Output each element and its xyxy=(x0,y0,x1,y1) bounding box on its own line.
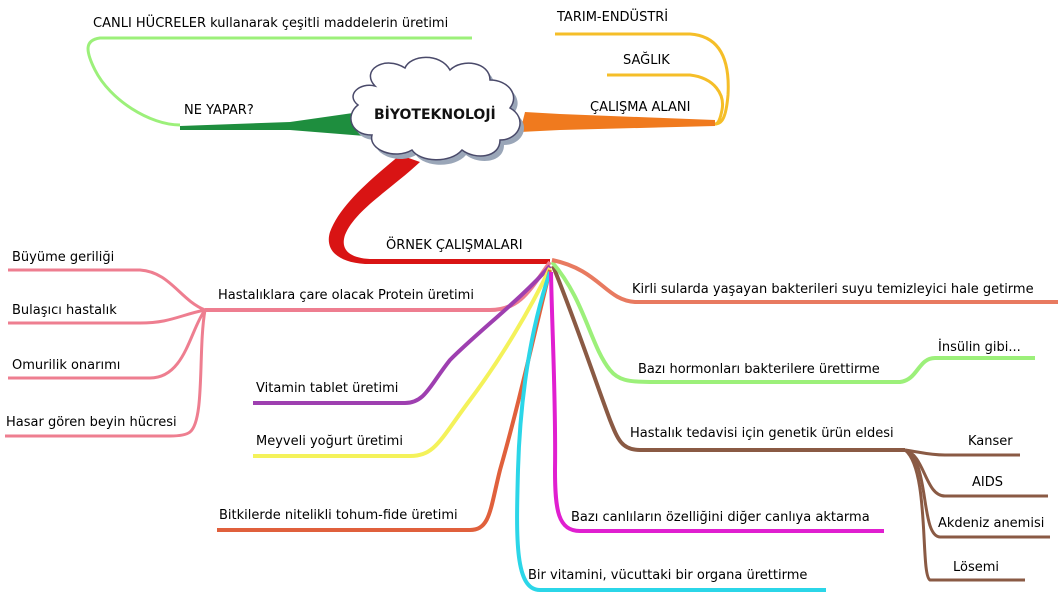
node-buyume[interactable]: Büyüme geriliği xyxy=(12,250,115,265)
node-vitamin-tablet[interactable]: Vitamin tablet üretimi xyxy=(256,381,399,396)
link-buyume xyxy=(8,268,206,312)
node-hasar[interactable]: Hasar gören beyin hücresi xyxy=(6,415,177,430)
node-saglik[interactable]: SAĞLIK xyxy=(623,53,670,68)
link-bulasici xyxy=(8,308,206,325)
link-tarim xyxy=(555,32,730,126)
link-meyveli xyxy=(253,267,552,458)
link-bir-vitamini xyxy=(515,271,826,592)
link-calisma-alani xyxy=(520,112,715,132)
link-losemi xyxy=(903,448,1025,582)
node-tarim[interactable]: TARIM-ENDÜSTRİ xyxy=(557,10,669,25)
node-kanser[interactable]: Kanser xyxy=(968,434,1013,449)
node-bitkilerde[interactable]: Bitkilerde nitelikli tohum-fide üretimi xyxy=(219,508,458,523)
node-ornek[interactable]: ÖRNEK ÇALIŞMALARI xyxy=(386,238,523,253)
link-omurilik xyxy=(8,309,207,380)
link-akdeniz xyxy=(904,448,1050,539)
node-aids[interactable]: AIDS xyxy=(972,475,1003,490)
node-kirli-sular[interactable]: Kirli sularda yaşayan bakterileri suyu t… xyxy=(632,282,1034,297)
node-akdeniz[interactable]: Akdeniz anemisi xyxy=(938,516,1045,531)
node-ne-yapar[interactable]: NE YAPAR? xyxy=(184,103,254,118)
node-hastaliklara[interactable]: Hastalıklara çare olacak Protein üretimi xyxy=(218,288,474,303)
node-insulin[interactable]: İnsülin gibi... xyxy=(938,340,1021,355)
link-canli-hucreler xyxy=(86,36,472,127)
node-calisma-alani[interactable]: ÇALIŞMA ALANI xyxy=(590,100,691,115)
link-saglik xyxy=(607,73,725,126)
node-omurilik[interactable]: Omurilik onarımı xyxy=(12,358,121,373)
link-hastalik-tedavi xyxy=(551,265,905,452)
node-bir-vitamini[interactable]: Bir vitamini, vücuttaki bir organa ürett… xyxy=(528,568,808,583)
node-canli-hucreler[interactable]: CANLI HÜCRELER kullanarak çeşitli maddel… xyxy=(93,16,449,31)
link-kirli-sular xyxy=(551,258,1058,304)
cloud-shape xyxy=(350,56,525,165)
node-losemi[interactable]: Lösemi xyxy=(953,560,1000,575)
node-hastalik-tedavi[interactable]: Hastalık tedavisi için genetik ürün elde… xyxy=(630,426,894,441)
link-kanser xyxy=(904,448,1020,457)
link-hormonlar xyxy=(550,260,1035,384)
node-bazi-canlilar[interactable]: Bazı canlıların özelliğini diğer canlıya… xyxy=(571,510,870,525)
center-title[interactable]: BİYOTEKNOLOJİ xyxy=(374,107,496,123)
link-vitamin-tablet xyxy=(253,264,552,405)
node-meyveli[interactable]: Meyveli yoğurt üretimi xyxy=(256,434,403,449)
link-bazi-canlilar xyxy=(549,271,884,533)
node-bulasici[interactable]: Bulaşıcı hastalık xyxy=(12,303,117,318)
link-ne-yapar xyxy=(180,112,365,136)
link-hasar xyxy=(5,309,207,438)
node-hormonlar[interactable]: Bazı hormonları bakterilere ürettirme xyxy=(638,362,880,377)
link-ornek xyxy=(328,155,550,264)
